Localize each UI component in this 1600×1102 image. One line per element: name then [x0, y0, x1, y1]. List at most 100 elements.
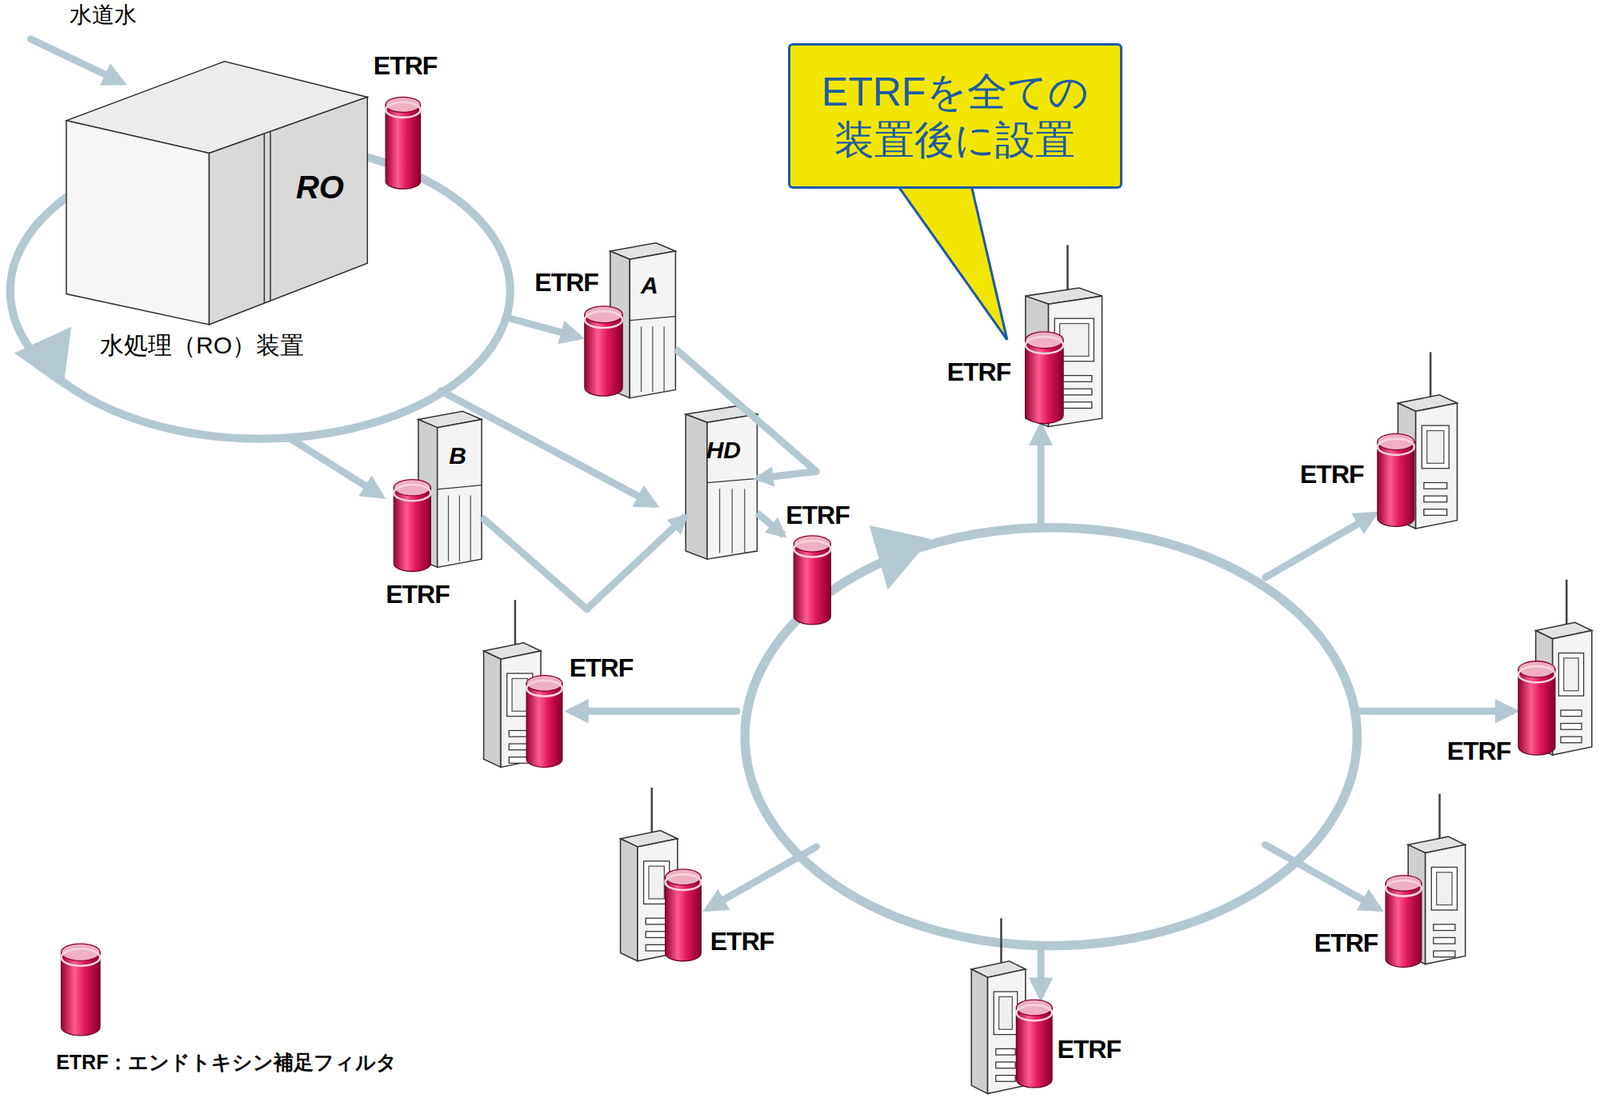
filter-ring [1377, 439, 1415, 456]
equipment-node: ETRF [1443, 577, 1595, 768]
pipe [1265, 844, 1378, 908]
filter-ring [1025, 336, 1064, 354]
screen [512, 678, 528, 712]
unit-side [484, 651, 501, 768]
etrf-filter [61, 944, 100, 1036]
equipment-node: ETRF [1296, 350, 1460, 532]
callout-pointer [897, 185, 1007, 340]
screen [1060, 324, 1089, 357]
unit-front [629, 251, 676, 399]
panel-line [448, 495, 449, 561]
node-label: ETRF [1056, 1036, 1121, 1063]
pipe [291, 439, 380, 496]
slot [1424, 496, 1448, 503]
filter-ring [393, 484, 431, 501]
node-label: ETRF [947, 359, 1012, 385]
screen [999, 996, 1013, 1030]
antenna [1429, 352, 1432, 401]
unit-front [707, 414, 758, 560]
unit-front [1416, 403, 1458, 529]
antenna [1000, 918, 1003, 968]
slot [1433, 937, 1456, 944]
flow-connector [481, 516, 686, 609]
node-label: A [640, 273, 659, 298]
treatment-machine [685, 406, 757, 560]
etrf-filter [1377, 433, 1415, 527]
equipment-node: ETRF [784, 500, 852, 628]
slot [1424, 509, 1448, 516]
etrf-filter [793, 536, 831, 625]
filter-ring [584, 311, 623, 328]
panel-line [663, 326, 664, 392]
antenna [1438, 794, 1441, 844]
screen [1564, 658, 1579, 692]
pipe [708, 847, 816, 909]
etrf-filter [665, 869, 702, 962]
node-label: B [448, 444, 467, 468]
filter-body [584, 314, 623, 396]
node-label: HD [706, 438, 741, 463]
antenna [514, 600, 517, 649]
slot [645, 932, 668, 939]
pipe [30, 39, 120, 83]
flow-connector [675, 348, 816, 479]
pipe [1265, 515, 1373, 578]
etrf-filter [584, 306, 623, 396]
equipment-node: ETRF [530, 267, 624, 398]
panel-line [629, 316, 676, 321]
screen [1431, 867, 1457, 911]
unit-side [971, 969, 988, 1095]
node-label: ETRF [1447, 738, 1512, 764]
flow-connector [756, 512, 784, 536]
slot [645, 944, 668, 952]
flow-arrow-head [14, 326, 72, 388]
slot [1424, 483, 1448, 490]
panel-line [652, 326, 653, 392]
slot [996, 1076, 1016, 1083]
equipment-node: ETRF [618, 785, 782, 964]
node-label: ETRF [785, 502, 850, 528]
filter-ring [385, 102, 420, 118]
node-label: 水処理（RO）装置 [100, 333, 304, 358]
node-label: ETRF [710, 928, 775, 955]
equipment-node: A [610, 243, 676, 399]
panel-line [719, 488, 720, 553]
antenna [1066, 244, 1069, 294]
screen [648, 866, 664, 900]
filter-ring [1385, 880, 1422, 897]
pipe [1037, 951, 1045, 996]
etrf-filter [1025, 332, 1064, 424]
slot [1560, 736, 1582, 744]
node-label: ETRF [534, 269, 599, 296]
panel-line [470, 495, 472, 561]
unit-front [1425, 844, 1466, 964]
node-label: ETRF [1314, 930, 1379, 956]
node-label: ETRF [1300, 461, 1364, 488]
ro-door [269, 132, 272, 302]
screen [1421, 425, 1449, 469]
slot [645, 918, 668, 925]
node-label: ETRF [373, 52, 438, 79]
ro-side [66, 120, 210, 325]
equipment-node: ETRF [369, 51, 444, 192]
legend-text: ETRF：エンドトキシン補足フィルタ [56, 1051, 397, 1074]
node-label: RO [296, 171, 344, 204]
pipe [571, 708, 737, 716]
filter-ring [526, 680, 563, 697]
node-label: ETRF [569, 655, 634, 681]
pipe [1037, 428, 1045, 523]
slot [1433, 924, 1456, 932]
slot [1433, 951, 1456, 958]
node-label: ETRF [385, 581, 450, 608]
equipment-node: ETRF [1310, 792, 1468, 968]
filter-ring [1016, 1005, 1052, 1022]
panel-line [437, 485, 482, 490]
dialysis-console [1025, 244, 1103, 427]
equipment-node: RO 水処理（RO）装置 [61, 25, 378, 378]
callout-text: ETRFを全ての 装置後に設置 [803, 68, 1108, 164]
screen [1436, 872, 1452, 906]
filter-ring [665, 874, 702, 891]
equipment-node: ETRF [969, 916, 1128, 1096]
etrf-filter [1385, 876, 1422, 968]
ro-door [264, 133, 266, 304]
